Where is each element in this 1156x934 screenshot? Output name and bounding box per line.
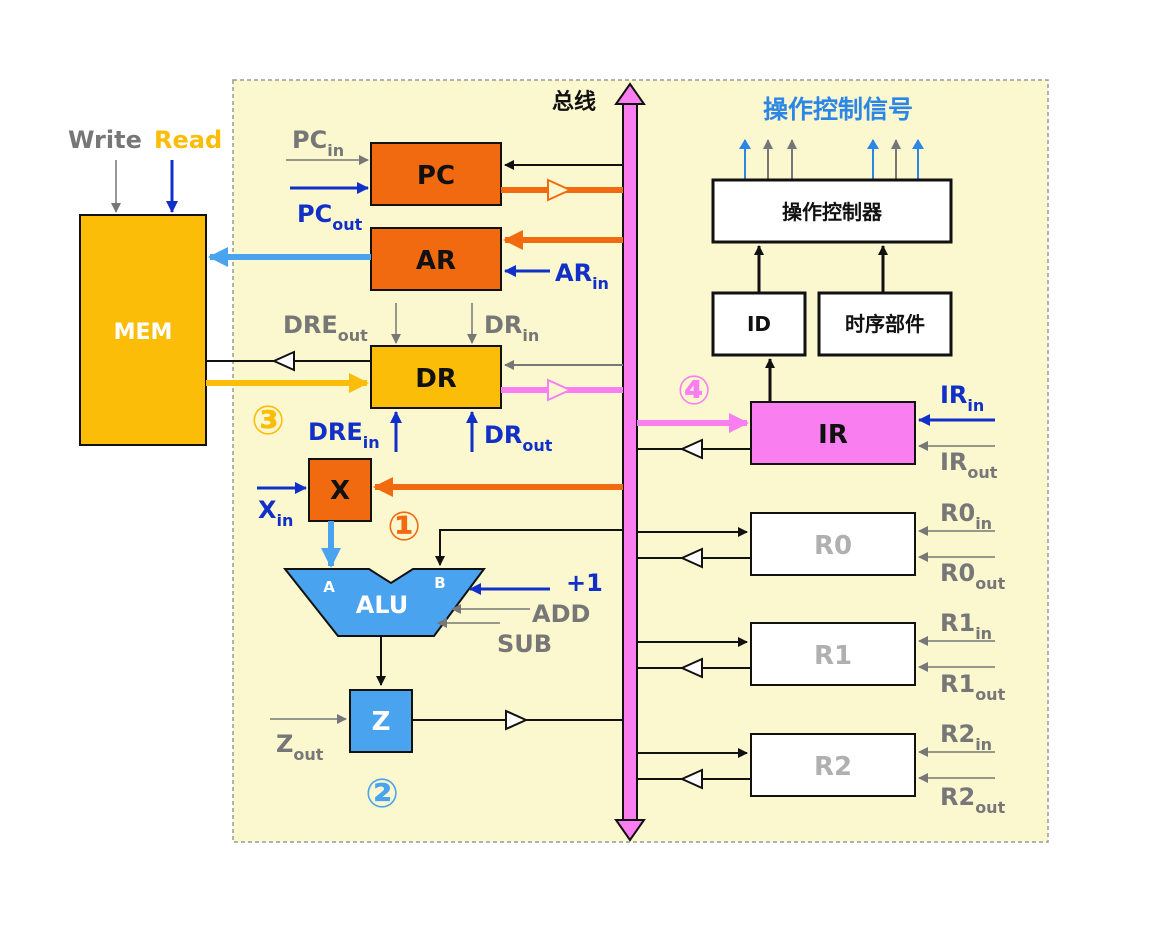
r1-in-signal: R1in bbox=[940, 609, 992, 643]
ir-out-gate bbox=[679, 438, 703, 460]
alu-unit bbox=[282, 568, 486, 637]
pc-in-signal: PCin bbox=[292, 126, 344, 160]
dre-out-signal: DREout bbox=[283, 311, 368, 345]
step-3-marker: ③ bbox=[251, 398, 285, 444]
step-4-marker: ④ bbox=[677, 368, 711, 414]
instruction-decoder bbox=[711, 291, 807, 357]
mem-read-label: Read bbox=[154, 126, 222, 154]
system-bus bbox=[614, 82, 646, 842]
sub-label: SUB bbox=[497, 630, 552, 658]
bus-to-alu-b-arrow bbox=[435, 529, 623, 566]
r0-in-signal: R0in bbox=[940, 499, 992, 533]
mem-write-label: Write bbox=[68, 126, 142, 154]
z-out-gate bbox=[505, 709, 529, 731]
r2-out-signal: R2out bbox=[940, 783, 1006, 817]
ir-out-signal: IRout bbox=[940, 448, 998, 482]
dr-label: DR bbox=[415, 364, 457, 394]
r0-out-signal: R0out bbox=[940, 559, 1006, 593]
x-label: X bbox=[330, 476, 350, 506]
r1-label: R1 bbox=[814, 641, 852, 671]
dr-in-signal: DRin bbox=[484, 311, 539, 345]
r2-label: R2 bbox=[814, 752, 852, 782]
timing-unit-label: 时序部件 bbox=[845, 312, 925, 336]
ar-in-signal: ARin bbox=[555, 259, 609, 293]
pc-register bbox=[370, 142, 502, 206]
operation-controller bbox=[711, 178, 953, 244]
r1-out-signal: R1out bbox=[940, 670, 1006, 704]
x-register bbox=[308, 458, 372, 522]
pc-label: PC bbox=[417, 161, 455, 191]
plus1-label: +1 bbox=[566, 569, 603, 597]
dr-out-gate bbox=[547, 378, 573, 402]
alu-port-b: B bbox=[434, 574, 445, 592]
r2-in-signal: R2in bbox=[940, 720, 992, 754]
x-in-signal: Xin bbox=[258, 496, 293, 530]
r1-register bbox=[750, 622, 916, 686]
dr-out-signal: DRout bbox=[484, 421, 553, 455]
timing-unit bbox=[817, 291, 953, 357]
z-register bbox=[349, 689, 413, 753]
instruction-decoder-label: ID bbox=[747, 312, 771, 336]
step-2-marker: ② bbox=[365, 771, 399, 817]
control-signal-arrows bbox=[739, 139, 924, 180]
z-label: Z bbox=[372, 707, 391, 737]
ir-register bbox=[750, 401, 916, 465]
operation-controller-label: 操作控制器 bbox=[782, 200, 883, 224]
r0-out-gate bbox=[679, 547, 703, 569]
r0-label: R0 bbox=[814, 531, 852, 561]
alu-port-a: A bbox=[323, 578, 335, 596]
dre-in-signal: DREin bbox=[308, 418, 380, 452]
pc-out-gate bbox=[547, 178, 573, 202]
r2-register bbox=[750, 733, 916, 797]
step-1-marker: ① bbox=[387, 504, 421, 550]
bus-label: 总线 bbox=[552, 89, 596, 115]
r2-out-gate bbox=[679, 768, 703, 790]
dre-out-gate bbox=[271, 350, 295, 372]
ar-label: AR bbox=[416, 246, 456, 276]
add-label: ADD bbox=[532, 600, 590, 628]
z-out-signal: Zout bbox=[276, 730, 324, 764]
ir-label: IR bbox=[818, 420, 848, 450]
ar-register bbox=[370, 227, 502, 291]
pc-out-signal: PCout bbox=[297, 200, 363, 234]
r0-register bbox=[750, 512, 916, 576]
control-signals-title: 操作控制信号 bbox=[763, 95, 913, 124]
ir-in-signal: IRin bbox=[940, 381, 984, 415]
mem-block bbox=[79, 214, 207, 446]
mem-label: MEM bbox=[114, 320, 173, 345]
r1-out-gate bbox=[679, 657, 703, 679]
alu-label: ALU bbox=[356, 591, 409, 619]
dr-register bbox=[370, 345, 502, 409]
